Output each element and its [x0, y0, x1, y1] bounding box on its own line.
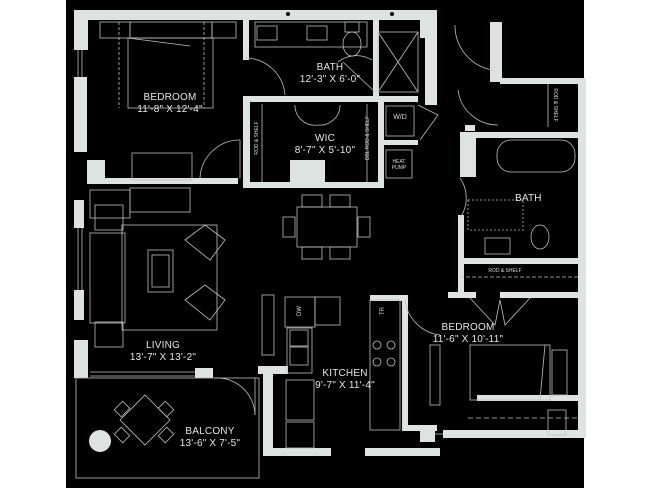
room-dims: 9'-7" X 11'-4"	[315, 380, 375, 391]
grill-circle	[89, 430, 111, 452]
room-dims: 11'-8" X 12'-4"	[137, 104, 203, 115]
room-name: BATH	[515, 193, 542, 204]
room-name: BATH	[316, 62, 344, 73]
room-label-living: LIVING 13'-7" X 13'-2"	[123, 340, 203, 364]
trash-label: TR	[380, 307, 386, 315]
room-dims: 13'-6" X 7'-5"	[179, 438, 241, 449]
room-name: BEDROOM	[143, 92, 197, 103]
room-name: LIVING	[146, 340, 180, 351]
room-dims: 8'-7" X 5'-10"	[294, 145, 356, 156]
room-name: BEDROOM	[441, 322, 495, 333]
room-name: KITCHEN	[322, 368, 368, 379]
room-label-bedroom-1: BEDROOM 11'-8" X 12'-4"	[125, 92, 215, 116]
room-label-bedroom-2: BEDROOM 11'-6" X 10'-11"	[428, 322, 508, 346]
room-label-wic: WIC 8'-7" X 5'-10"	[285, 133, 365, 157]
room-label-bath-2: BATH	[515, 193, 555, 205]
heat-pump-label-1: HEAT	[392, 159, 406, 165]
room-name: BALCONY	[185, 426, 235, 437]
room-name: WIC	[314, 133, 336, 144]
room-dims: 12'-3" X 6'-0"	[299, 74, 361, 85]
room-label-kitchen: KITCHEN 9'-7" X 11'-4"	[305, 368, 385, 392]
rod-shelf-label-wic: ROD & SHELF	[254, 121, 260, 155]
room-dims: 13'-7" X 13'-2"	[129, 352, 197, 363]
room-dims: 11'-6" X 10'-11"	[432, 334, 504, 345]
dishwasher-label: DW	[297, 306, 303, 316]
room-label-bath-1: BATH 12'-3" X 6'-0"	[290, 62, 370, 86]
dbl-rod-shelf-label-wic: DBL ROD & SHELF	[365, 115, 371, 161]
walls	[74, 10, 586, 456]
room-label-balcony: BALCONY 13'-6" X 7'-5"	[170, 426, 250, 450]
furnishings	[75, 21, 578, 479]
rod-shelf-label-closet: ROD & SHELF	[552, 88, 558, 122]
rod-shelf-label-bedroom-2: ROD & SHELF	[488, 268, 522, 274]
wd-label: W/D	[393, 114, 407, 121]
heat-pump-label-2: PUMP	[391, 165, 407, 171]
